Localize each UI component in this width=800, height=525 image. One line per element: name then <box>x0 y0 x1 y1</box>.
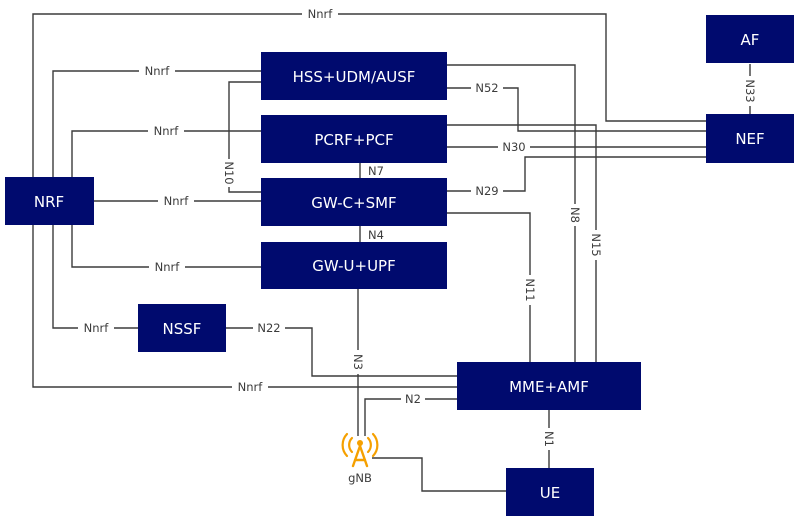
label-n29: N29 <box>475 184 498 198</box>
node-mme-label: MME+AMF <box>509 378 589 396</box>
link-nrf-pcrf <box>71 130 261 177</box>
interface-labels: Nnrf Nnrf Nnrf Nnrf Nnrf Nnrf Nnrf N52 N… <box>78 7 757 450</box>
node-af-label: AF <box>741 31 760 49</box>
label-n8: N8 <box>568 207 582 223</box>
link-n22 <box>226 327 457 377</box>
gnb-label: gNB <box>348 471 372 485</box>
label-n30: N30 <box>502 140 525 154</box>
label-nnrf-pcrf: Nnrf <box>154 124 180 138</box>
link-n15 <box>447 124 597 362</box>
node-gwu-label: GW-U+UPF <box>312 257 395 275</box>
gnb-antenna-icon <box>341 432 379 468</box>
link-n8 <box>447 64 576 362</box>
link-n11 <box>447 212 531 362</box>
label-nnrf-gwu: Nnrf <box>155 260 181 274</box>
label-n11: N11 <box>523 278 537 301</box>
link-nrf-mme <box>32 225 457 388</box>
node-ue: UE <box>506 468 594 516</box>
label-n4: N4 <box>368 228 384 242</box>
label-nnrf-mme: Nnrf <box>238 380 264 394</box>
node-gwu: GW-U+UPF <box>261 242 447 289</box>
node-mme: MME+AMF <box>457 362 641 410</box>
label-nnrf-top: Nnrf <box>308 7 334 21</box>
label-n52: N52 <box>475 81 498 95</box>
link-n10 <box>228 81 261 193</box>
node-nssf-label: NSSF <box>163 320 202 338</box>
label-nnrf-gwc: Nnrf <box>164 194 190 208</box>
node-ue-label: UE <box>540 484 560 502</box>
label-nnrf-hss: Nnrf <box>145 64 171 78</box>
label-n2: N2 <box>405 392 421 406</box>
label-n15: N15 <box>589 233 603 256</box>
label-n33: N33 <box>743 79 757 102</box>
node-nrf-label: NRF <box>34 193 64 211</box>
node-gwc: GW-C+SMF <box>261 178 447 226</box>
node-pcrf: PCRF+PCF <box>261 115 447 163</box>
link-nrf-gwu <box>71 225 261 268</box>
node-nssf: NSSF <box>138 304 226 352</box>
link-nrf-nef-top <box>32 13 706 177</box>
label-n7: N7 <box>368 164 384 178</box>
link-nrf-hss <box>52 70 261 177</box>
label-n10: N10 <box>222 161 236 184</box>
link-n2 <box>364 398 457 436</box>
link-nrf-nssf <box>52 225 138 329</box>
label-nnrf-nssf: Nnrf <box>84 321 110 335</box>
node-nef-label: NEF <box>735 130 764 148</box>
label-n3: N3 <box>351 354 365 370</box>
node-gwc-label: GW-C+SMF <box>311 194 396 212</box>
link-gnb-ue <box>372 457 506 492</box>
node-af: AF <box>706 15 794 63</box>
label-n1: N1 <box>542 431 556 447</box>
node-hss-label: HSS+UDM/AUSF <box>293 68 416 86</box>
label-n22: N22 <box>257 321 280 335</box>
node-nrf: NRF <box>5 177 94 225</box>
node-nef: NEF <box>706 114 794 163</box>
node-hss: HSS+UDM/AUSF <box>261 52 447 100</box>
node-pcrf-label: PCRF+PCF <box>314 131 393 149</box>
